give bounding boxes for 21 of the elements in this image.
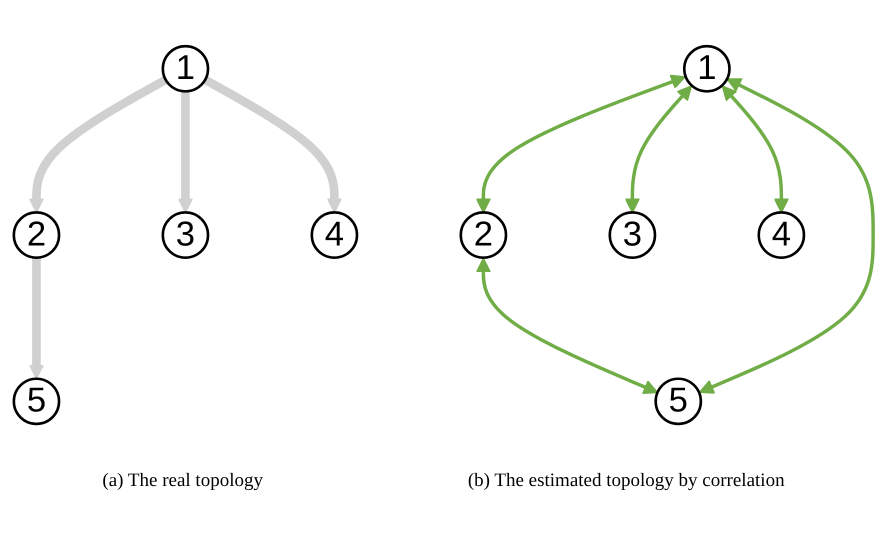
caption: (b) The estimated topology by correlation xyxy=(468,470,785,492)
arrow xyxy=(699,78,875,394)
arrow xyxy=(178,91,194,214)
node-circle: 5 xyxy=(12,377,60,426)
arrow xyxy=(624,85,692,214)
arrow xyxy=(28,258,44,380)
node-circle: 3 xyxy=(162,211,210,259)
arrow xyxy=(722,85,789,214)
caption: (a) The real topology xyxy=(102,470,263,492)
node-circle: 3 xyxy=(608,211,656,259)
arrow xyxy=(203,76,342,214)
node-circle: 2 xyxy=(460,211,508,259)
node-circle: 1 xyxy=(162,44,210,93)
arrow xyxy=(476,258,658,394)
node-circle: 4 xyxy=(757,211,806,259)
node-circle: 4 xyxy=(310,211,358,259)
arrow xyxy=(476,74,686,214)
node-circle: 5 xyxy=(654,377,702,426)
node-circle: 1 xyxy=(682,44,731,93)
arrow xyxy=(28,76,168,214)
node-circle: 2 xyxy=(12,211,60,259)
